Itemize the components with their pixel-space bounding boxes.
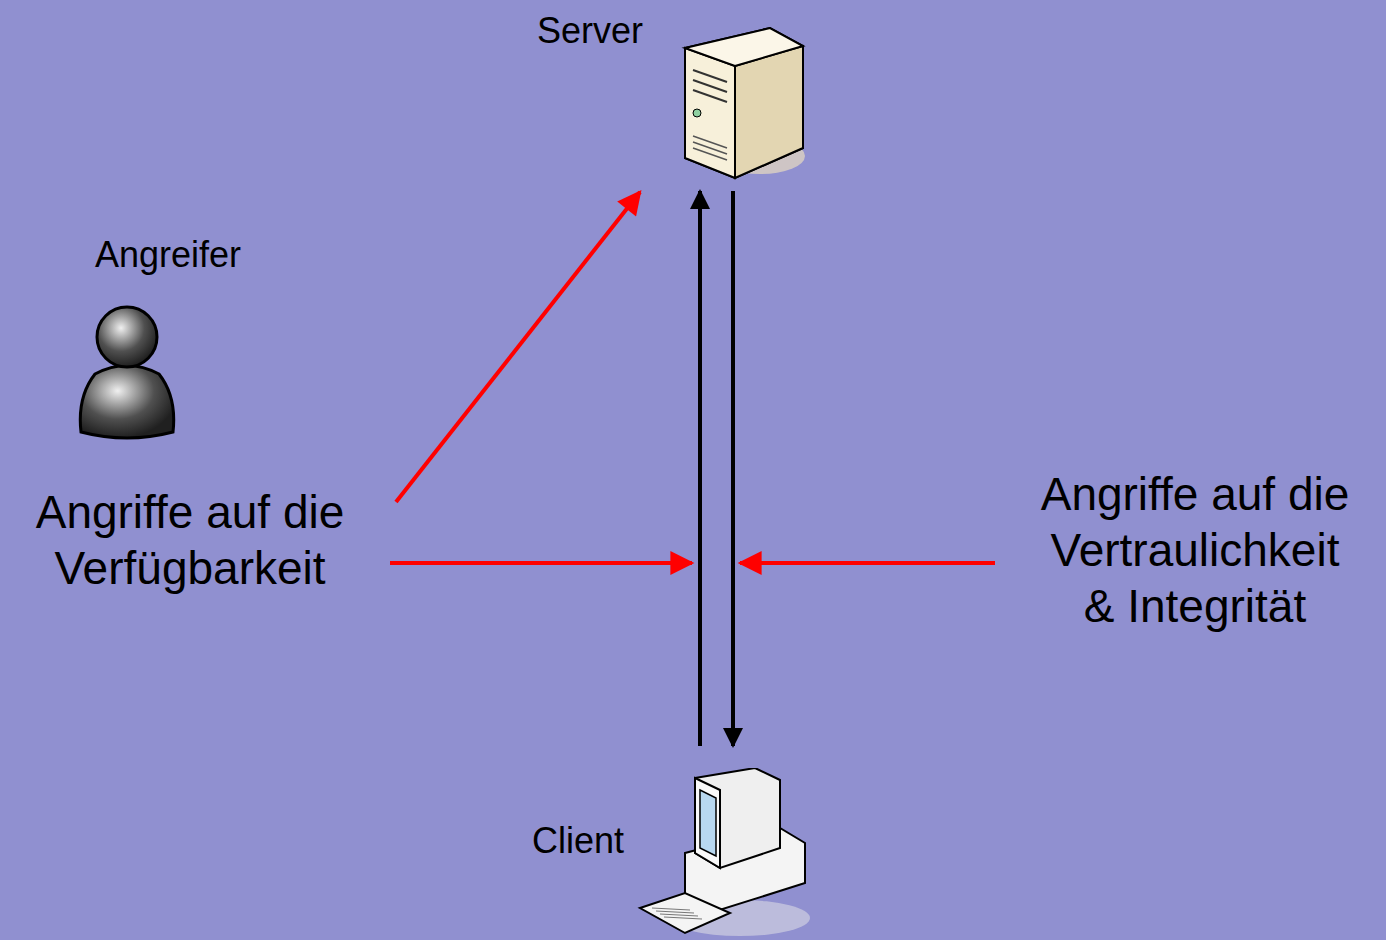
node-label: Angreifer — [55, 234, 281, 276]
attack-label: Angriffe auf die Vertraulichkeit & Integ… — [1034, 466, 1356, 634]
attack-arrow — [740, 561, 995, 565]
server-icon — [675, 8, 810, 180]
attack-arrow — [390, 561, 692, 565]
node-label: Server — [515, 10, 665, 52]
message-arrow — [698, 191, 702, 746]
attack-label: Angriffe auf die Verfügbarkeit — [10, 484, 370, 596]
attack-arrow — [396, 192, 640, 502]
server-node: Server — [515, 8, 810, 185]
person-icon — [75, 302, 185, 442]
person-node: Angreifer — [55, 230, 285, 445]
client-node: Client — [505, 750, 820, 938]
client-icon — [630, 768, 820, 938]
node-label: Client — [505, 820, 651, 862]
message-arrow — [731, 191, 735, 746]
